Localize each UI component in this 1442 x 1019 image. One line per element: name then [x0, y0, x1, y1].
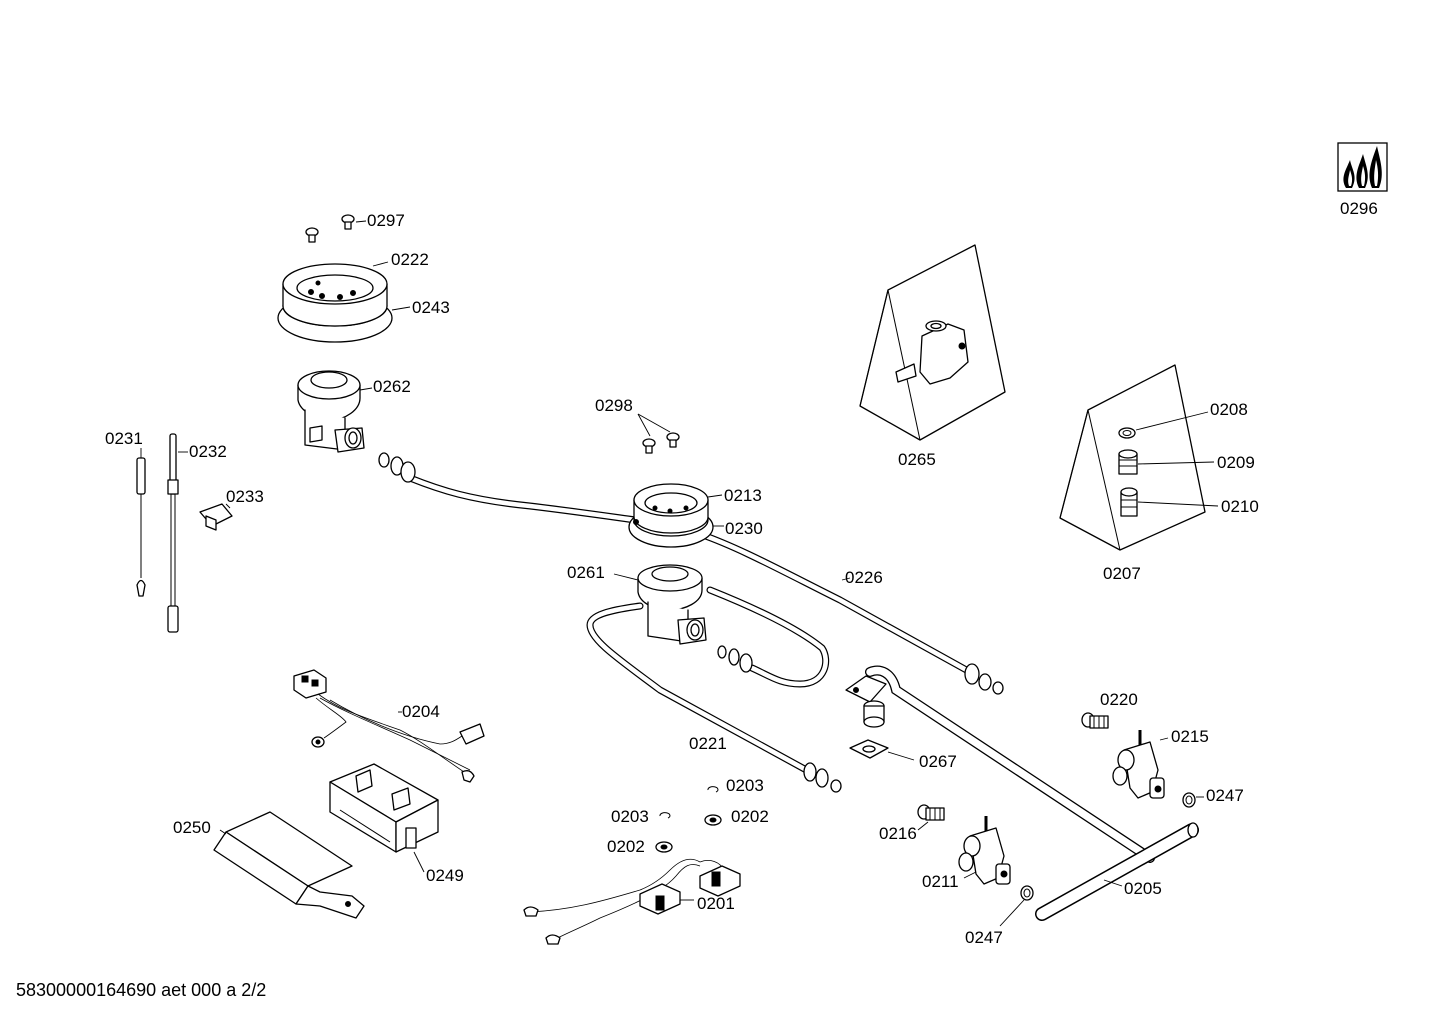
parts-bag-0207	[1059, 364, 1206, 551]
label-0232: 0232	[189, 442, 227, 461]
valve-0215	[1112, 730, 1165, 799]
screw-0297-b	[341, 214, 355, 230]
label-0243: 0243	[412, 298, 450, 317]
screw-0298-b	[666, 432, 680, 448]
burner-ring-0213	[628, 483, 714, 548]
screw-0216	[917, 804, 945, 821]
thermocouple-0231	[136, 457, 146, 597]
label-0222: 0222	[391, 250, 429, 269]
valve-0211	[958, 816, 1011, 885]
screw-0297-a	[305, 227, 319, 243]
label-0207: 0207	[1103, 564, 1141, 583]
screw-0298-a	[642, 438, 656, 454]
gasket-0267	[849, 739, 889, 759]
label-0247-b: 0247	[965, 928, 1003, 947]
o-ring-0247-b	[1020, 885, 1034, 901]
label-0202-b: 0202	[607, 837, 645, 856]
bracket-0250	[213, 811, 365, 919]
label-0296: 0296	[1340, 199, 1378, 218]
parts-bag-0265	[859, 244, 1006, 441]
label-0267: 0267	[919, 752, 957, 771]
label-0220: 0220	[1100, 690, 1138, 709]
label-0261: 0261	[567, 563, 605, 582]
label-0226: 0226	[845, 568, 883, 587]
gas-tube-0221	[586, 586, 842, 793]
gas-rail-0205	[845, 665, 1199, 921]
label-0208: 0208	[1210, 400, 1248, 419]
burner-body-0262	[297, 370, 365, 453]
electrode-0232	[167, 433, 179, 633]
label-0231: 0231	[105, 429, 143, 448]
gas-flames-icon	[1337, 142, 1388, 192]
label-0265: 0265	[898, 450, 936, 469]
o-ring-0247-a	[1182, 792, 1196, 808]
burner-ring-0222	[277, 263, 393, 343]
label-0233: 0233	[226, 487, 264, 506]
label-0213: 0213	[724, 486, 762, 505]
document-id: 58300000164690 aet 000 a 2/2	[16, 980, 267, 1000]
clip-0233	[199, 503, 233, 531]
washer-0202-a	[704, 814, 722, 826]
label-0211: 0211	[922, 872, 959, 891]
label-0203-b: 0203	[611, 807, 649, 826]
label-0247-a: 0247	[1206, 786, 1244, 805]
burner-body-0261	[637, 564, 707, 645]
label-0298: 0298	[595, 396, 633, 415]
label-0215: 0215	[1171, 727, 1209, 746]
gas-tube-0226	[378, 452, 1004, 695]
label-0202-a: 0202	[731, 807, 769, 826]
label-0216: 0216	[879, 824, 917, 843]
label-0262: 0262	[373, 377, 411, 396]
label-0204: 0204	[402, 702, 440, 721]
label-0209: 0209	[1217, 453, 1255, 472]
housing-0249	[329, 763, 439, 853]
label-0205: 0205	[1124, 879, 1162, 898]
label-0201: 0201	[697, 894, 735, 913]
clip-0203-b	[659, 812, 671, 819]
wiring-harness-0204	[293, 669, 485, 783]
label-0203-a: 0203	[726, 776, 764, 795]
washer-0202-b	[655, 841, 673, 853]
callout-labels: 0296 0297 0222 0243 0262 0231 0232 0233 …	[105, 199, 1378, 947]
clip-0203-a	[707, 786, 719, 793]
screw-0220	[1081, 712, 1109, 729]
label-0250: 0250	[173, 818, 211, 837]
switch-harness-0201	[523, 858, 741, 945]
label-0221: 0221	[689, 734, 727, 753]
label-0230: 0230	[725, 519, 763, 538]
label-0210: 0210	[1221, 497, 1259, 516]
label-0249: 0249	[426, 866, 464, 885]
label-0297: 0297	[367, 211, 405, 230]
